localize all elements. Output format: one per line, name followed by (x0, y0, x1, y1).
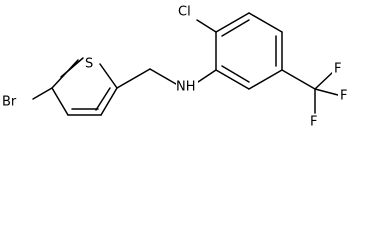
bond-benz-c6-c1 (215, 69, 250, 90)
br-label-bg (2, 94, 24, 110)
bond-benz-c2-c3 (215, 12, 250, 33)
bond-c2-cl (196, 19, 217, 33)
bond-cf3-f-top (314, 71, 334, 90)
f-top-label-bg (332, 62, 344, 78)
bond-c2-ch2 (116, 68, 151, 89)
atom-label-s: S (85, 57, 93, 72)
bond-n-c1 (194, 69, 217, 85)
bond-c3-c2 (100, 87, 118, 116)
bond-ch2-n (149, 68, 177, 85)
bond-c5-br (32, 87, 53, 100)
atom-label-br: Br (2, 95, 17, 110)
bond-c5-cf3 (281, 69, 316, 90)
benzene-ring (215, 12, 283, 90)
bond-benz-c5-c6 (248, 69, 283, 90)
atom-label-f-mid: F (340, 89, 347, 104)
atom-label-f-top: F (334, 62, 341, 77)
thiophene-ring (51, 57, 118, 116)
atom-label-f-bot: F (310, 115, 317, 130)
atom-label-nh: NH (176, 80, 196, 95)
bond-c5-c4 (51, 87, 69, 116)
bond-benz-inner-1 (221, 19, 250, 37)
nh-label-bg (176, 78, 198, 94)
bond-cf3-f-mid (314, 88, 339, 96)
f-mid-label-bg (338, 88, 350, 104)
cl-label-bg (178, 4, 196, 20)
bond-benz-inner-3 (221, 65, 250, 83)
bond-c5-s-left (51, 59, 79, 89)
bond-c2-c3-double (95, 87, 111, 111)
atom-label-cl: Cl (178, 5, 191, 20)
bond-c2-s (99, 63, 118, 89)
molecule-structure: S Br NH Cl F F F (2, 4, 350, 130)
s-label-bg (84, 56, 96, 72)
bond-benz-c3-c4 (248, 12, 283, 33)
f-bot-label-bg (309, 114, 321, 130)
